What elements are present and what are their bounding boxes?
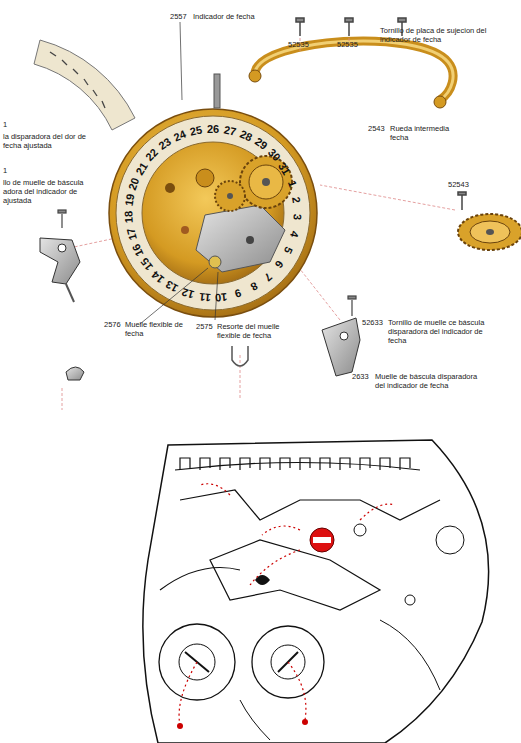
date-numeral: 22 xyxy=(144,147,160,163)
date-numeral: 31 xyxy=(276,160,292,176)
date-numeral: 19 xyxy=(124,193,137,207)
date-numeral: 9 xyxy=(234,287,243,299)
date-numeral: 18 xyxy=(123,211,135,224)
date-numeral: 11 xyxy=(198,291,211,303)
date-numeral: 24 xyxy=(172,128,188,143)
callout-number: 52543 xyxy=(448,180,469,189)
callout-number: 52535 xyxy=(337,40,358,49)
date-numeral: 30 xyxy=(266,147,282,163)
callout-number: 52633 xyxy=(362,318,383,327)
part-name: la disparadora del dor de fecha ajustada xyxy=(3,132,98,150)
date-numeral: 15 xyxy=(138,256,154,272)
callout-number: 2543 xyxy=(368,124,385,133)
part-name: Rueda intermedia fecha xyxy=(390,124,460,142)
date-numeral: 5 xyxy=(282,245,295,255)
callout-number: 1 xyxy=(3,120,7,129)
part-name: Resorte del muelle flexible de fecha xyxy=(217,322,297,340)
date-numeral: 27 xyxy=(223,124,237,137)
date-numeral: 26 xyxy=(207,124,219,135)
part-name: Muelle de báscula disparadora del indica… xyxy=(375,372,485,390)
date-numeral: 29 xyxy=(253,136,269,152)
date-numeral: 17 xyxy=(125,227,139,242)
date-numeral: 23 xyxy=(157,136,173,152)
callout-number: 1 xyxy=(3,166,7,175)
date-numeral: 28 xyxy=(238,128,254,143)
callout-number: 52535 xyxy=(288,40,309,49)
date-numeral: 8 xyxy=(248,280,259,293)
date-numeral: 10 xyxy=(215,290,228,302)
callout-number: 2575 xyxy=(196,322,213,331)
part-name: Indicador de fecha xyxy=(193,12,255,21)
date-numeral: 7 xyxy=(262,271,274,283)
callout-number: 2633 xyxy=(352,372,369,381)
date-numeral: 20 xyxy=(127,176,142,191)
date-numeral: 21 xyxy=(134,160,150,176)
part-name: llo de muelle de báscula adora del indic… xyxy=(3,178,103,205)
date-numeral: 25 xyxy=(189,124,203,137)
date-numeral: 14 xyxy=(150,269,166,285)
part-name: Tornillo de muelle ce báscula disparador… xyxy=(388,318,503,345)
date-numeral: 16 xyxy=(130,242,145,258)
date-numeral: 13 xyxy=(164,279,180,295)
callout-number: 2557 xyxy=(170,12,187,21)
date-numeral: 3 xyxy=(291,214,302,221)
date-numeral: 12 xyxy=(180,286,195,300)
part-name: Tornillo de placa de sujecion del indica… xyxy=(380,26,510,44)
date-numeral: 4 xyxy=(288,230,300,239)
date-numeral: 1 xyxy=(286,179,298,189)
callout-number: 2576 xyxy=(104,320,121,329)
date-numeral: 2 xyxy=(290,196,302,204)
part-name: Muelle flexible de fecha xyxy=(125,320,195,338)
date-numeral: 6 xyxy=(273,259,285,271)
